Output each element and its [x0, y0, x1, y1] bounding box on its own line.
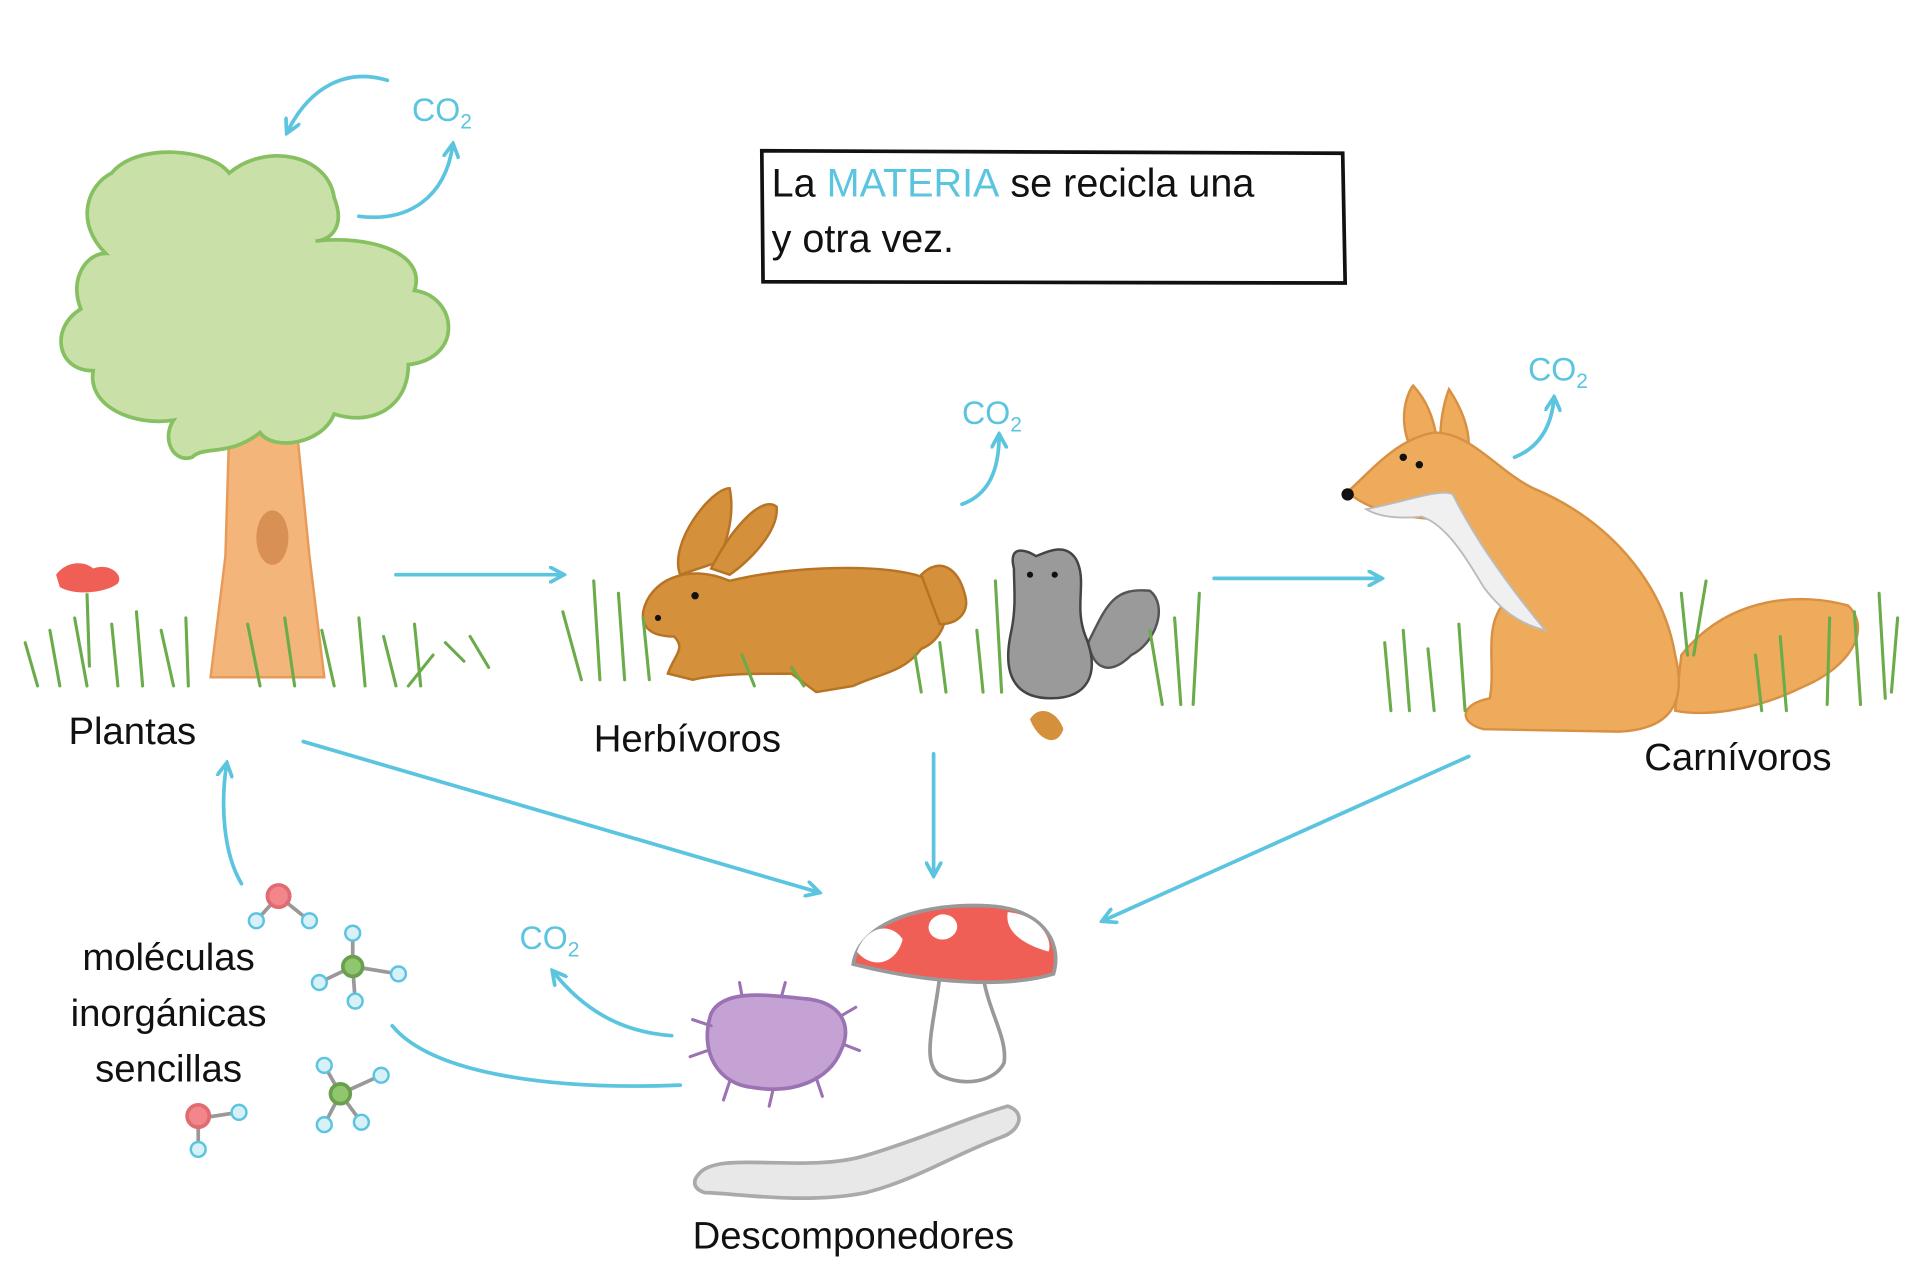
fox-illustration — [1341, 383, 1860, 733]
arrow-co2-to-tree — [287, 74, 390, 133]
label-molecules-line-2: inorgánicas — [71, 992, 267, 1035]
title-line-2: y otra vez. — [772, 217, 954, 261]
co2-label-tree: CO2 — [412, 92, 472, 133]
arrow-decomposers-to-molecules — [390, 1023, 683, 1088]
co2-label-carnivores: CO2 — [1528, 352, 1588, 393]
arrow-molecules-to-plants — [224, 764, 244, 886]
label-molecules-line-3: sencillas — [95, 1047, 242, 1090]
label-molecules-line-1: moléculas — [82, 936, 254, 979]
arrow-plants-to-decomposers — [301, 739, 818, 893]
co2-label-decomposers: CO2 — [520, 920, 580, 961]
title-box: La MATERIA se recicla una y otra vez. — [759, 148, 1348, 285]
worm-illustration — [692, 1104, 1021, 1200]
co2-label-herbivores: CO2 — [962, 395, 1022, 436]
grass-carnivores — [1383, 579, 1900, 713]
grass-herbivores — [561, 579, 1201, 707]
label-decomposers: Descomponedores — [693, 1214, 1014, 1257]
squirrel-illustration — [1007, 548, 1160, 741]
rabbit-illustration — [641, 486, 968, 694]
mushroom-illustration — [851, 903, 1058, 1084]
grass-plants — [23, 610, 491, 688]
label-plants: Plantas — [68, 710, 196, 753]
molecules-illustration — [185, 883, 408, 1159]
title-highlight: MATERIA — [827, 162, 1000, 206]
label-herbivores: Herbívoros — [594, 717, 781, 760]
arrow-carnivores-to-co2 — [1512, 398, 1554, 460]
arrow-carnivores-to-decomposers — [1103, 754, 1471, 920]
arrow-herbivores-to-co2 — [960, 435, 999, 507]
arrow-decomposers-to-co2 — [553, 971, 674, 1038]
label-carnivores: Carnívoros — [1644, 736, 1831, 779]
title-line-1: La MATERIA se recicla una — [772, 162, 1255, 206]
arrow-tree-to-co2 — [357, 145, 453, 220]
mite-illustration — [688, 981, 861, 1108]
tree-illustration — [56, 150, 451, 679]
